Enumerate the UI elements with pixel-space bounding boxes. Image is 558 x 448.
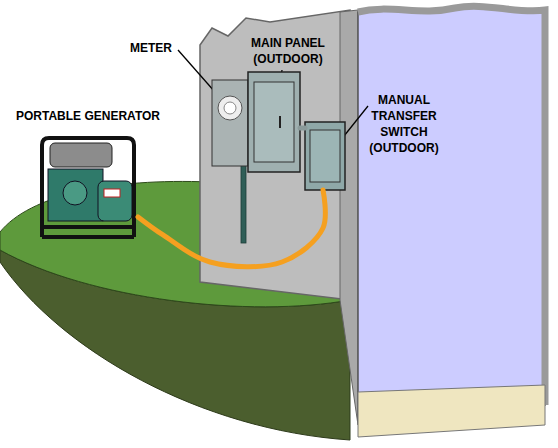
conduit [300,126,305,131]
equipment-drawing [305,122,345,190]
alternator [98,181,132,221]
equipment-shapes [42,138,134,237]
power-cord [138,190,325,267]
foundation [358,385,545,437]
fuel-tank [50,143,112,167]
equipment-node: PORTABLE GENERATOR [38,135,138,240]
callout-label: MANUAL TRANSFER SWITCH (OUTDOOR) [363,92,445,156]
wall-cut-edge [358,6,545,405]
meter-base [212,80,248,166]
panel-door [254,82,294,162]
callout-label: METER [130,40,182,56]
meter-conduit [241,165,246,243]
equipment-shapes [248,72,300,172]
generator-frame [42,138,134,237]
callout-label: PORTABLE GENERATOR [8,108,168,124]
equipment-node: MAIN PANEL (OUTDOOR) [248,72,300,172]
engine-block [48,169,103,221]
switch-door [310,130,340,182]
equipment-drawing [212,80,248,166]
panel-box [248,72,300,172]
equipment-drawing [248,72,300,172]
door-handle [279,116,281,128]
wall-thickness [340,10,358,425]
equipment-node: MANUAL TRANSFER SWITCH (OUTDOOR) [305,122,345,190]
equipment-node: METER [212,80,248,166]
callout-label: MAIN PANEL (OUTDOOR) [242,35,334,67]
interior-wall [358,6,545,420]
equipment-shapes [305,122,345,190]
equipment-shapes [212,80,248,166]
house-wall-face [200,10,350,300]
meter-dial [218,96,242,120]
engine-cover [63,181,87,205]
switch-box [305,122,345,190]
meter-glass [224,102,236,114]
warning-sticker [104,189,120,197]
equipment-drawing [38,135,138,240]
